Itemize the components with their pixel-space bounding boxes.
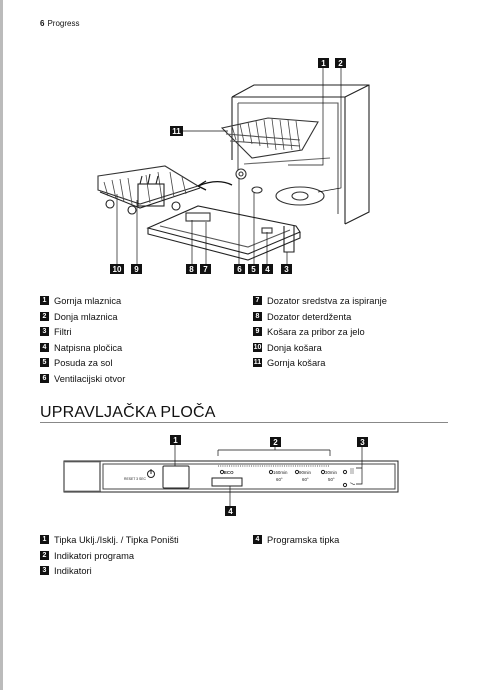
callout-1: 1 [321,59,326,68]
reset-label: RESET 3 SEC [124,477,147,481]
callout-3: 3 [284,265,289,274]
section-title: UPRAVLJAČKA PLOČA [40,404,216,421]
program-led [268,469,274,475]
program-led [320,469,326,475]
header-title: Progress [47,19,80,28]
callout-5: 5 [251,265,256,274]
panel-callout-2: 2 [273,438,278,447]
program-160-label: 160min [273,470,288,475]
callout-7: 7 [203,265,208,274]
panel-callout-4: 4 [228,507,233,516]
indicator-led [342,469,348,475]
program-30-label: 30min [325,470,338,475]
salt-icon [349,482,356,485]
rinse-aid-icon [350,468,354,474]
callout-8: 8 [189,265,194,274]
program-led [219,469,225,475]
callout-2: 2 [338,59,343,68]
program-led [294,469,300,475]
control-panel-illustration: RESET 3 SEC ECO 160min 60° 90min 60° 30m… [63,435,399,516]
callout-10: 10 [113,265,122,274]
callout-11: 11 [172,127,181,136]
program-160-temp: 60° [276,477,283,482]
panel-callout-1: 1 [173,436,178,445]
program-eco-label: ECO [224,470,234,475]
page-edge [0,0,3,690]
callout-4: 4 [265,265,270,274]
program-30-temp: 50° [328,477,335,482]
callout-6: 6 [237,265,242,274]
page-number: 6 [40,19,45,28]
indicator-led [342,482,348,488]
dishwasher-illustration: 1 2 11 10 9 8 7 6 5 4 3 [97,58,370,274]
callout-9: 9 [134,265,139,274]
program-90-temp: 60° [302,477,309,482]
section-divider [40,422,448,423]
program-90-label: 90min [299,470,312,475]
panel-callout-3: 3 [360,438,365,447]
